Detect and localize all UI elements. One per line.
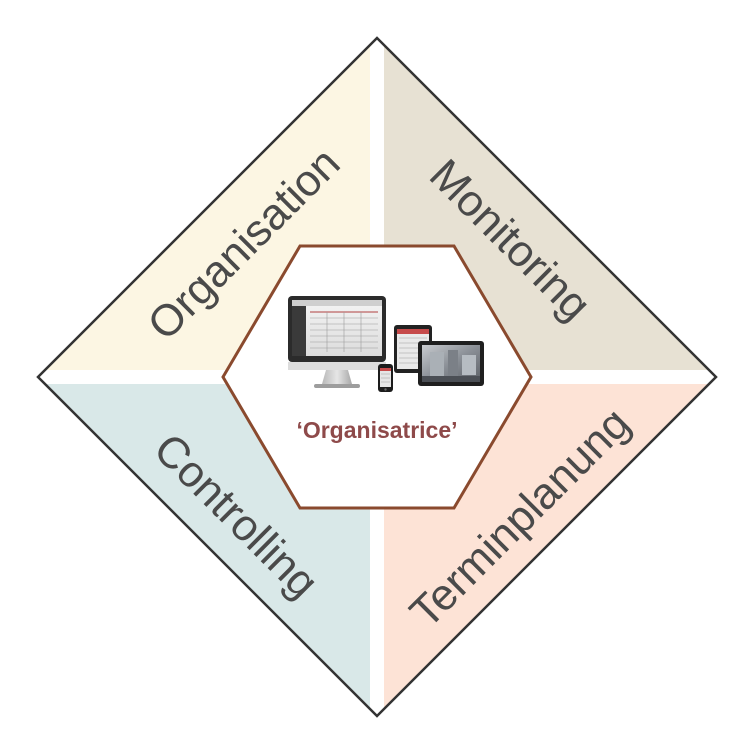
center-title: ‘Organisatrice’ — [296, 417, 457, 443]
tablet-landscape-icon — [418, 341, 484, 386]
devices-icon — [288, 296, 484, 392]
diamond-outline — [36, 36, 718, 718]
phone-icon — [378, 364, 393, 392]
monitor-icon — [288, 296, 386, 388]
